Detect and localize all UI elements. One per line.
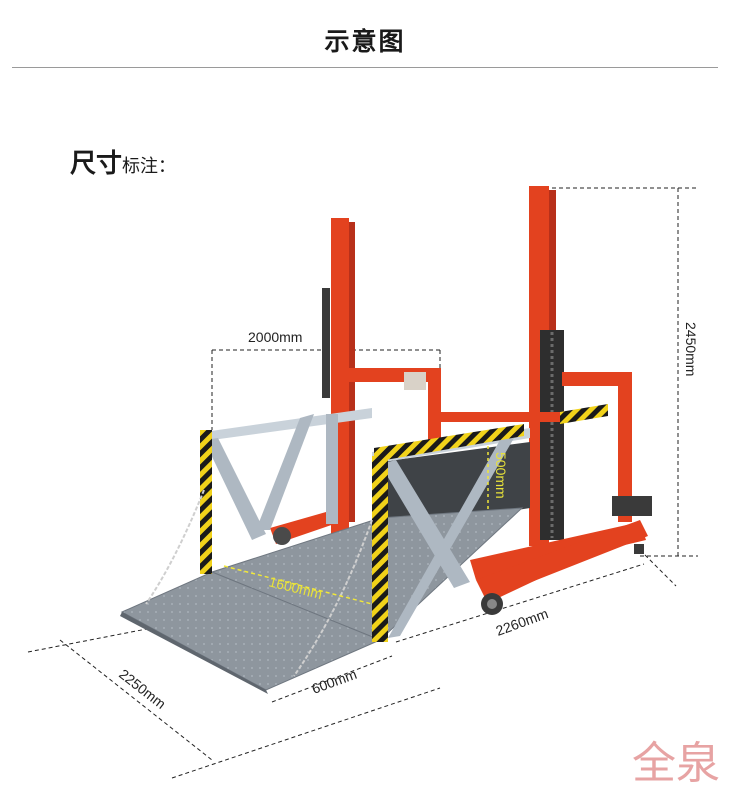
safety-chains bbox=[145, 489, 373, 677]
platform-dimension-line bbox=[223, 565, 373, 605]
section-heading-bold: 尺寸 bbox=[70, 149, 123, 179]
back-red-frame bbox=[345, 368, 441, 448]
front-base bbox=[476, 520, 648, 615]
brand-watermark: 全泉 bbox=[632, 738, 720, 789]
front-gate bbox=[372, 404, 608, 642]
dim-length: 2260mm bbox=[494, 605, 551, 639]
leveler-lip-edge bbox=[120, 612, 268, 694]
dim-lift: 500mm bbox=[493, 452, 509, 499]
dim-lip: 600mm bbox=[310, 666, 359, 697]
section-heading-rest: 标注： bbox=[122, 156, 177, 177]
dim-top-width: 2000mm bbox=[248, 329, 302, 345]
dim-height: 2450mm bbox=[683, 322, 699, 376]
right-red-mast bbox=[529, 186, 564, 546]
height-dimension bbox=[538, 187, 698, 557]
section-heading: 尺寸标注： bbox=[70, 143, 176, 180]
left-guardrail bbox=[200, 408, 372, 574]
title-divider bbox=[12, 67, 718, 68]
page-title: 示意图 bbox=[324, 27, 406, 56]
